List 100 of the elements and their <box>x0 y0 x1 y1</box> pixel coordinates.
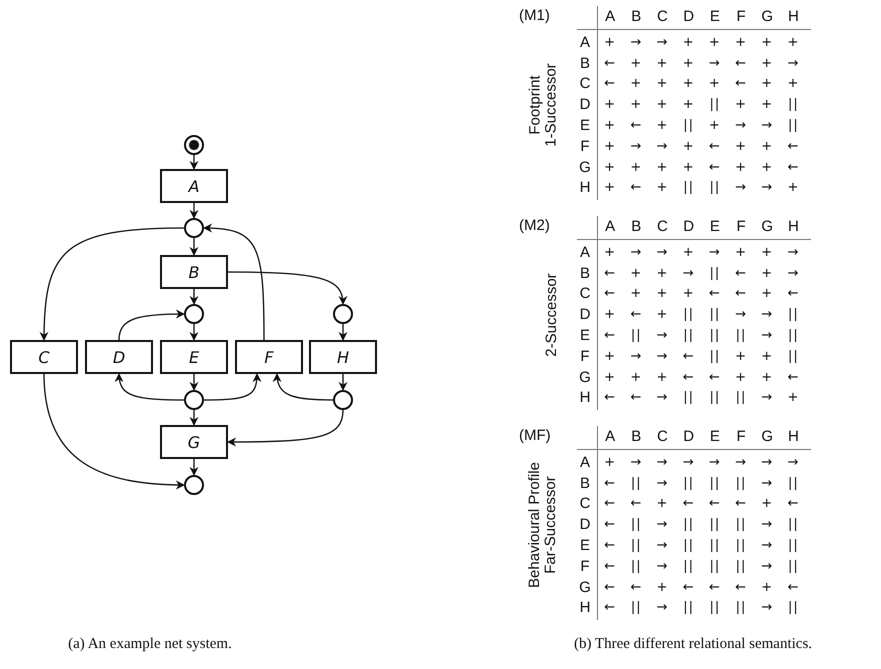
relation-symbol: || <box>630 601 642 614</box>
relation-symbol: → <box>656 391 668 404</box>
relation-symbol: + <box>656 160 668 174</box>
relation-symbol: ← <box>787 580 800 594</box>
row-header: G <box>579 160 591 175</box>
relation-symbol: → <box>708 456 721 469</box>
relation-symbol: → <box>735 119 747 132</box>
matrix-title: (MF) <box>519 427 551 444</box>
relation-symbol: ← <box>630 308 642 322</box>
row-header: G <box>579 370 591 385</box>
relation-symbol: ← <box>735 77 747 90</box>
matrix-title: (M1) <box>519 7 550 24</box>
relation-symbol: + <box>630 160 642 174</box>
relation-symbol: + <box>761 36 774 49</box>
relation-symbol: ← <box>630 497 642 510</box>
relation-symbol: || <box>788 476 799 490</box>
relation-symbol: + <box>682 77 695 90</box>
relation-symbol: || <box>630 539 642 552</box>
relation-symbol: || <box>709 539 720 552</box>
column-header: B <box>631 217 642 237</box>
row-header: E <box>580 328 590 344</box>
relation-symbol: + <box>656 181 668 194</box>
column-header: G <box>761 217 774 237</box>
column-header: D <box>683 7 694 27</box>
relation-symbol: + <box>761 497 774 510</box>
relation-symbol: ← <box>604 539 616 552</box>
relation-symbol: + <box>735 246 747 259</box>
relation-symbol: || <box>788 350 799 363</box>
arrow <box>190 155 198 170</box>
relation-symbol: + <box>656 580 668 594</box>
relation-symbol: + <box>708 119 721 132</box>
place-circle <box>333 304 353 324</box>
transition-box: B <box>160 255 228 289</box>
relation-symbol: || <box>683 181 694 194</box>
relation-symbol: → <box>787 266 800 280</box>
column-header: A <box>605 7 616 27</box>
arrow <box>190 459 198 476</box>
column-header: C <box>657 7 668 27</box>
relation-symbol: || <box>788 98 799 112</box>
relation-symbol: ← <box>604 580 616 594</box>
row-header: C <box>580 76 590 92</box>
relation-symbol: → <box>787 246 800 259</box>
relation-symbol: + <box>604 456 616 469</box>
transition-box: F <box>235 340 303 374</box>
column-header: F <box>736 7 746 27</box>
arrow <box>203 224 265 340</box>
relation-symbol: || <box>736 391 746 404</box>
relation-symbol: + <box>656 287 668 300</box>
relation-symbol: ← <box>604 601 616 614</box>
matrix-side-label: Footprint 1-Successor <box>525 62 560 149</box>
relation-symbol: → <box>630 140 642 153</box>
relation-symbol: + <box>656 497 668 510</box>
column-header: G <box>761 7 774 27</box>
relation-symbol: → <box>656 601 668 614</box>
relation-symbol: ← <box>735 266 747 280</box>
relation-symbol: → <box>630 246 642 259</box>
place-circle <box>184 390 204 410</box>
column-header: F <box>736 427 746 447</box>
relation-symbol: + <box>604 350 616 363</box>
relation-symbol: || <box>683 308 694 322</box>
relation-symbol: || <box>709 181 720 194</box>
relation-symbol: → <box>656 350 668 363</box>
relation-symbol: + <box>787 77 800 90</box>
column-header: A <box>605 217 616 237</box>
relation-symbol: || <box>630 329 642 342</box>
relation-symbol: || <box>683 518 694 532</box>
column-header: H <box>788 7 799 27</box>
row-header: D <box>580 517 590 532</box>
relation-symbol: || <box>709 98 720 112</box>
relation-symbol: → <box>787 456 800 469</box>
arrow <box>338 324 348 341</box>
column-header: E <box>710 217 720 237</box>
row-header: E <box>580 538 590 554</box>
relation-symbol: + <box>630 266 642 280</box>
relation-symbol: → <box>656 456 668 469</box>
relation-symbol: ← <box>787 140 800 153</box>
relation-symbol: || <box>788 560 799 573</box>
arrow <box>204 373 262 401</box>
relation-symbol: → <box>630 456 642 469</box>
relation-symbol: + <box>787 391 800 404</box>
relation-symbol: + <box>761 56 774 70</box>
relation-symbol: + <box>656 77 668 90</box>
arrow <box>115 373 184 401</box>
column-header: E <box>710 427 720 447</box>
relation-symbol: + <box>735 98 747 112</box>
relation-symbol: || <box>736 476 746 490</box>
relation-symbol: + <box>761 580 774 594</box>
relation-symbol: + <box>630 287 642 300</box>
relation-symbol: ← <box>708 287 721 300</box>
relation-symbol: → <box>630 36 642 49</box>
relation-symbol: ← <box>604 329 616 342</box>
relation-symbol: + <box>761 370 774 384</box>
row-header: D <box>580 97 590 112</box>
row-header: C <box>580 496 590 512</box>
relation-symbol: + <box>604 98 616 112</box>
relation-symbol: → <box>630 350 642 363</box>
column-header: A <box>605 427 616 447</box>
relation-symbol: || <box>630 560 642 573</box>
caption: (b) Three different relational semantics. <box>574 636 812 653</box>
relation-symbol: + <box>656 266 668 280</box>
